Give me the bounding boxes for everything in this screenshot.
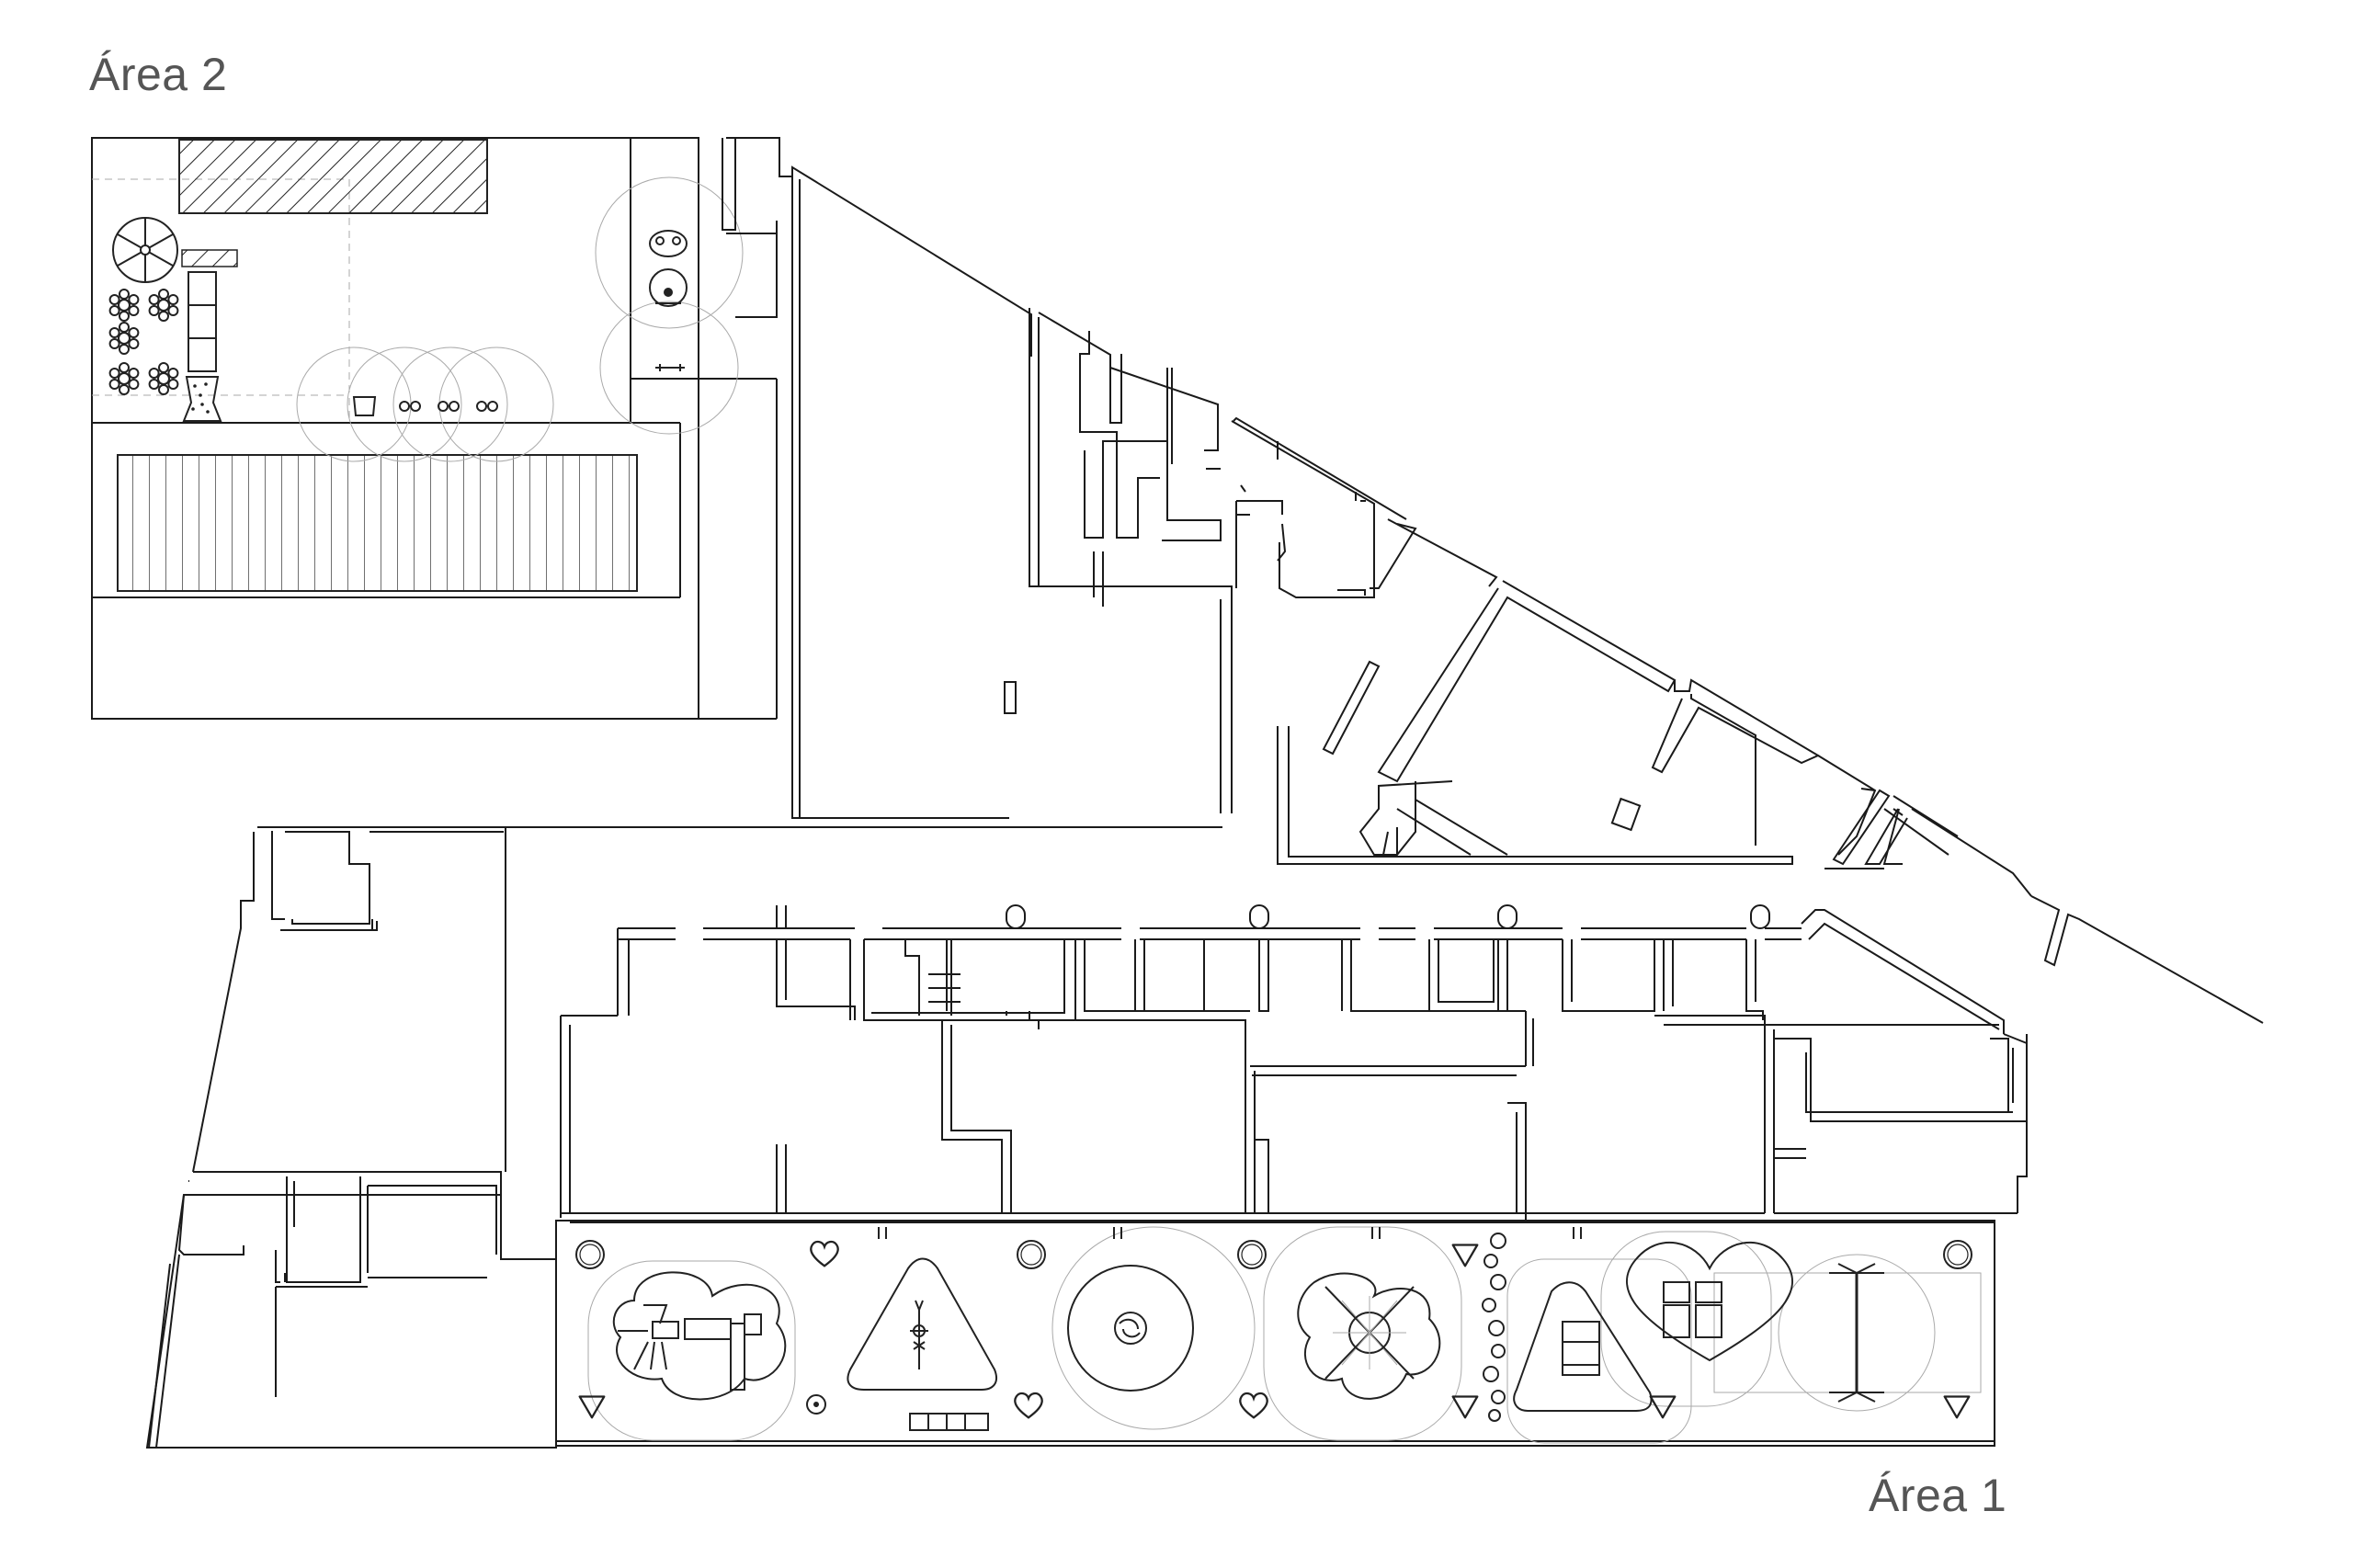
stepping-stones <box>1482 1233 1506 1422</box>
area-1-building <box>506 826 2028 1227</box>
triangle-rocker-icon <box>847 1257 998 1391</box>
swing-icon <box>352 396 498 416</box>
slide-tower-icon <box>612 1271 787 1401</box>
heart-marker-icon <box>810 1240 1268 1419</box>
area-2-label: Área 2 <box>89 49 228 100</box>
left-wing <box>145 826 557 1449</box>
flower-seat-icon <box>108 322 140 355</box>
area-2-block <box>91 137 778 720</box>
playground-safety-zones <box>587 1226 1982 1444</box>
spinner-icon <box>1067 1265 1194 1392</box>
flower-seat-icon <box>148 289 179 322</box>
climbing-panel-icon <box>182 271 222 422</box>
swing-safety-zone <box>296 347 554 462</box>
flower-seat-icon <box>148 362 179 395</box>
flower-seat-icon <box>108 362 140 395</box>
area-1-label: Área 1 <box>1869 1470 2007 1521</box>
footprint-icon <box>878 1227 1582 1239</box>
spring-rider-icon <box>806 1394 989 1431</box>
net-climber-icon <box>1297 1272 1441 1400</box>
central-building <box>722 137 2264 1024</box>
seesaw-icon <box>1513 1281 1653 1412</box>
spring-rider-icon <box>649 230 688 371</box>
heart-house-icon <box>1625 1242 1794 1362</box>
hatched-zone <box>178 139 488 214</box>
flower-seat-icon <box>108 289 140 322</box>
wooden-deck <box>117 454 638 592</box>
carousel-icon <box>112 217 178 283</box>
bench-icon <box>181 249 238 267</box>
playground-strip <box>555 1220 1995 1447</box>
spring-rider-safety-zone <box>595 176 744 435</box>
swing-icon <box>1829 1263 1884 1403</box>
triangle-marker-icon <box>578 1244 1971 1419</box>
